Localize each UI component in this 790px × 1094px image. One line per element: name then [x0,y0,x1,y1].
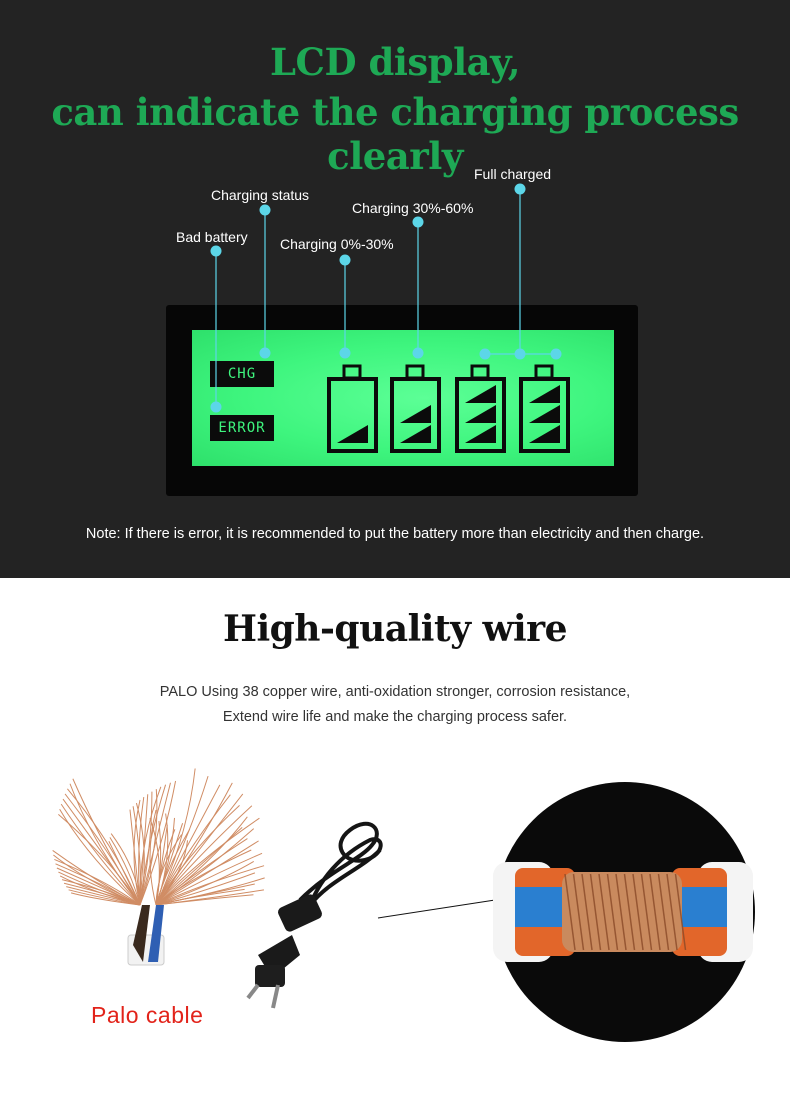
dot-charging-status-top [259,204,271,216]
lcd-chg-indicator: CHG [210,361,274,387]
battery-segment [465,405,496,423]
dot-charging-status-bottom [259,347,271,359]
battery-segment [529,385,560,403]
battery-segment [465,425,496,443]
dot-charging-0-30-bottom [339,347,351,359]
dot-bad-battery-bottom [210,401,222,413]
cable-core-image [127,905,165,966]
dot-full-charged-mid [514,348,526,360]
battery-segment [529,405,560,423]
lcd-diagram-overlay [210,183,570,453]
battery-segment [337,425,368,443]
battery-icon-4 [519,364,570,453]
battery-segment [400,405,431,423]
callout-dots [210,183,562,413]
wire-description-line2: Extend wire life and make the charging p… [222,709,568,725]
wire-description-line1: PALO Using 38 copper wire, anti-oxidatio… [159,684,631,700]
lcd-headline-line1: LCD display, [270,40,520,84]
lcd-battery-icons [327,364,570,453]
callout-bad-battery: Bad battery [176,229,248,245]
lcd-error-indicator: ERROR [210,415,274,441]
dot-bad-battery-top [210,245,222,257]
frayed-copper-strands-image [52,768,265,906]
lcd-note: Note: If there is error, it is recommend… [85,526,705,542]
callout-full-charged: Full charged [474,166,552,182]
lcd-headline-line2: can indicate the charging process clearl… [51,90,739,178]
dot-charging-30-60-bottom [412,347,424,359]
callout-leader-lines [215,189,556,407]
palo-cable-label: Palo cable [91,1002,204,1028]
battery-segment [465,385,496,403]
battery-icon-2 [390,364,441,453]
power-cord-plug-image [246,821,383,1009]
battery-icon-1 [327,364,378,453]
callout-charging-30-60: Charging 30%-60% [352,200,474,216]
battery-segment [529,425,560,443]
zoom-pointer-line [377,899,496,919]
dot-full-charged-right [550,348,562,360]
battery-icon-3 [455,364,506,453]
wire-title: High-quality wire [222,608,568,650]
callout-charging-status: Charging status [211,187,310,203]
dot-charging-0-30-top [339,254,351,266]
dot-full-charged-left [479,348,491,360]
cable-closeup-image [493,782,755,1042]
dot-charging-30-60-top [412,216,424,228]
battery-segment [400,425,431,443]
dot-full-charged-top [514,183,526,195]
closeup-strand-texture [564,873,687,951]
callout-charging-0-30: Charging 0%-30% [280,236,394,252]
